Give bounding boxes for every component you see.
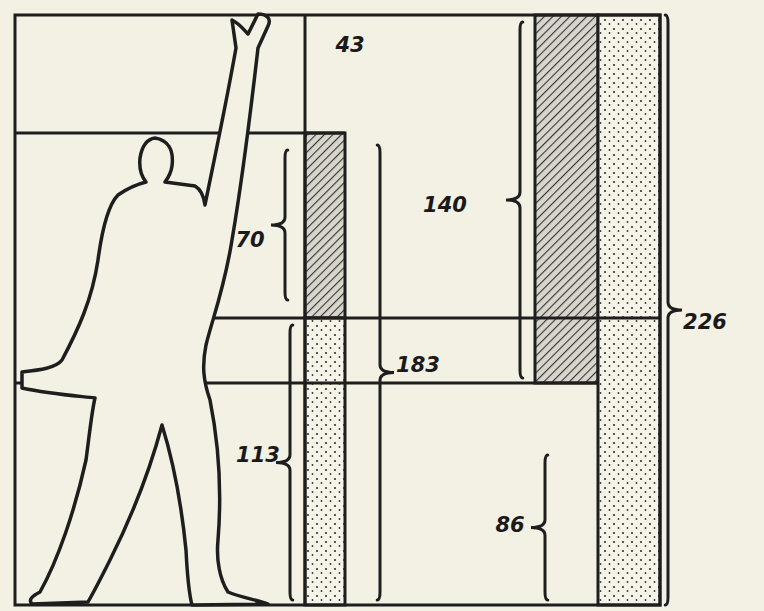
dotted-band [598,15,660,605]
dotted-band [305,318,345,605]
navel-line [172,317,660,320]
dimension-label: 70 [233,229,266,252]
dimension-brace [506,22,523,378]
human-figure [22,14,269,605]
dimension-label: 113 [234,444,282,467]
dimension-label: 183 [394,354,442,377]
dimension-brace [271,150,288,300]
hatched-band [535,15,598,383]
outer-frame [15,15,660,605]
dimension-label: 86 [493,514,526,537]
grid-line [304,15,307,605]
dimension-label: 43 [333,34,366,57]
dimension-brace [665,15,682,605]
dimension-brace [377,145,394,600]
dimension-label: 140 [421,194,469,217]
hatched-band [305,133,345,318]
grid-line [15,132,345,135]
dimension-label: 226 [681,311,729,334]
dimension-brace [531,455,548,600]
